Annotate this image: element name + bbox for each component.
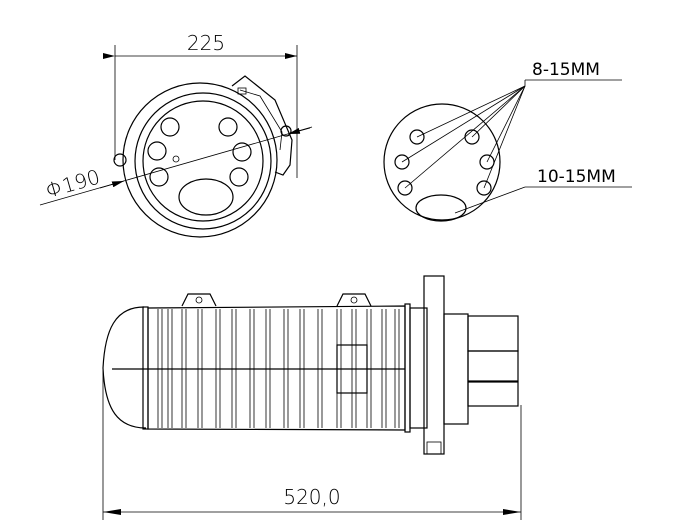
outer-flange-circle (122, 82, 278, 238)
port-plate-circle (142, 100, 264, 222)
diameter-arrow (287, 127, 311, 135)
cable-port (467, 350, 519, 382)
clamp-latch (231, 75, 293, 176)
diameter-arrow (99, 180, 125, 189)
latch-slot (237, 87, 247, 95)
diameter-dimension-label: Φ190 (43, 164, 103, 202)
dome-end (102, 306, 147, 429)
leader-lines (401, 79, 632, 214)
small-port-size-label: 8-15MM (532, 60, 600, 80)
port-plate-circle (383, 103, 501, 221)
port-holes (394, 129, 495, 222)
rim-circle (134, 92, 272, 230)
width-dimension-label: 225 (187, 31, 225, 55)
clamp-latch-detail (239, 89, 283, 151)
cable-port (467, 381, 519, 407)
oval-port-size-label: 10-15MM (537, 167, 616, 187)
base-body (443, 313, 469, 425)
port-holes (147, 117, 252, 216)
label-plate (336, 344, 368, 394)
side-view (102, 275, 519, 455)
clamp-bolt (426, 441, 442, 455)
diameter-dimension-line (39, 126, 313, 206)
hanging-lug (181, 293, 217, 307)
length-dimension-label: 520,0 (283, 485, 340, 509)
hinge-lug (113, 153, 127, 167)
port-view: 8-15MM 10-15MM (383, 60, 632, 222)
hanging-lug (336, 293, 372, 307)
front-view: 225 Φ190 (39, 31, 313, 238)
cable-port (467, 315, 519, 352)
